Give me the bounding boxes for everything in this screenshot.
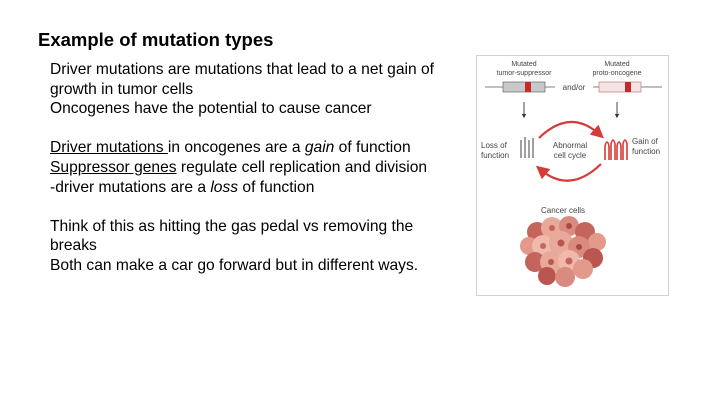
andor-bg: [555, 83, 593, 92]
label-gain-of: Gain of: [632, 137, 659, 146]
oncogene-box: [598, 81, 642, 93]
label-abnormal: Abnormal: [553, 141, 587, 150]
slide-title: Example of mutation types: [38, 29, 274, 50]
label-cell-cycle: cell cycle: [554, 151, 587, 160]
text-span: in oncogenes are a: [167, 139, 305, 157]
text-driver-definition: Driver mutations are mutations that lead…: [50, 61, 434, 98]
italic-gain: gain: [304, 139, 335, 157]
text-gas-pedal: Think of this as hitting the gas pedal v…: [50, 217, 414, 255]
label-proto-oncogene: proto-oncogene: [592, 70, 641, 77]
text-span: of function: [334, 139, 411, 157]
text-span: -driver mutations are a: [50, 178, 211, 196]
suppressor-mutation-mark: [525, 82, 531, 92]
label-mutated-1: Mutated: [511, 61, 536, 68]
text-driver-oncogenes: Driver mutations in oncogenes are a gain…: [50, 138, 450, 158]
cycle-arrow-top: [538, 120, 604, 139]
text-car-forward: Both can make a car go forward but in di…: [50, 256, 419, 274]
label-tumor-suppressor: tumor-suppressor: [497, 70, 553, 77]
mutation-diagram-svg: Mutated tumor-suppressor Mutated proto-o…: [481, 61, 662, 287]
label-loss-function: function: [481, 151, 509, 160]
text-span: of function: [238, 178, 315, 196]
text-span: regulate cell replication and division: [176, 158, 428, 176]
gain-receptor-icon: [604, 139, 628, 160]
underlined-driver-mutations: Driver mutations: [50, 139, 168, 157]
loss-receptor-icon: [520, 137, 534, 158]
label-cancer-cells: Cancer cells: [541, 206, 585, 215]
cycle-arrow-bottom: [535, 163, 602, 182]
label-mutated-2: Mutated: [604, 61, 629, 68]
italic-loss: loss: [210, 178, 239, 196]
suppressor-gene-box: [502, 81, 546, 93]
slide-body: Driver mutations are mutations that lead…: [50, 60, 450, 276]
label-gain-function: function: [632, 147, 660, 156]
label-and-or: and/or: [563, 83, 586, 92]
mutation-diagram: Mutated tumor-suppressor Mutated proto-o…: [476, 55, 669, 296]
underlined-suppressor-genes: Suppressor genes: [50, 158, 177, 176]
text-loss-of-function: -driver mutations are a loss of function: [50, 178, 450, 198]
cancer-cells-cluster: [520, 216, 606, 287]
text-suppressor-genes: Suppressor genes regulate cell replicati…: [50, 158, 450, 178]
label-loss-of: Loss of: [481, 141, 508, 150]
text-oncogenes: Oncogenes have the potential to cause ca…: [50, 100, 372, 118]
spacer: [50, 197, 450, 217]
spacer: [50, 119, 450, 139]
oncogene-mutation-mark: [625, 82, 631, 92]
